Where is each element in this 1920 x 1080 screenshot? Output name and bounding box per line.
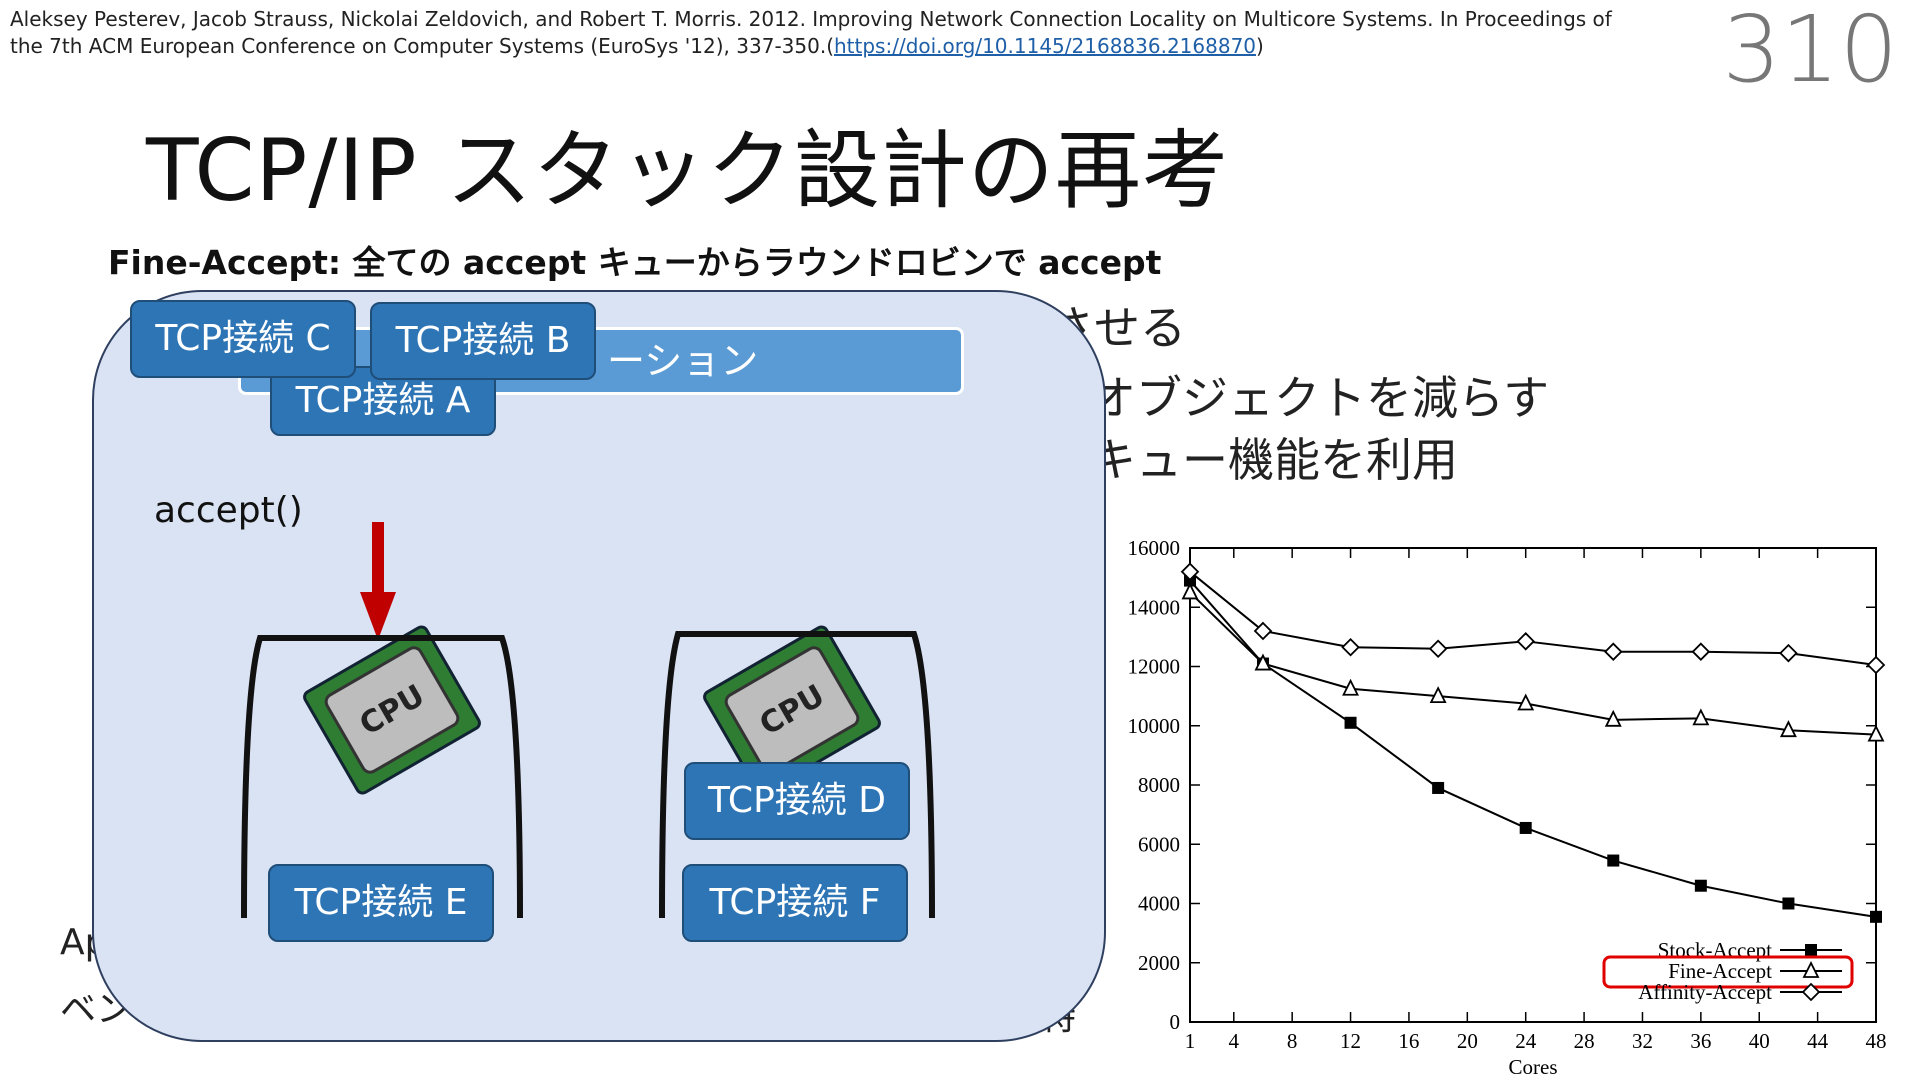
y-tick-label: 10000 [1128,714,1181,738]
x-tick-label: 8 [1287,1029,1298,1053]
x-tick-label: 44 [1807,1029,1829,1053]
data-point-fine-accept [1254,653,1272,671]
cpu-chip-icon: CPU [703,625,881,795]
data-point-affinity-accept [1428,639,1448,658]
legend-marker [1805,944,1817,956]
legend-highlight-box [1602,955,1854,989]
data-point-stock-accept [1519,821,1532,834]
data-point-affinity-accept [1341,637,1360,657]
x-tick-label: 4 [1229,1029,1240,1053]
accept-call-label: accept() [154,490,303,531]
series-line-stock-accept [1189,579,1877,918]
bullet-partial-2: オブジェクトを減らす [1090,371,1550,425]
series-line-affinity-accept [1189,570,1877,667]
slide-title: TCP/IP スタック設計の再考 [146,121,1229,221]
data-point-fine-accept [1342,678,1360,696]
bullet-partial-3: キュー機能を利用 [1090,433,1458,487]
y-tick-label: 12000 [1128,655,1181,679]
page-number: 310 [1722,0,1898,103]
data-point-fine-accept [1517,693,1535,711]
y-tick-label: 4000 [1138,892,1180,916]
data-point-stock-accept [1432,781,1445,794]
data-point-affinity-accept [1516,632,1535,651]
citation-line-1: Aleksey Pesterev, Jacob Strauss, Nickola… [10,7,1612,31]
data-point-fine-accept [1867,724,1885,742]
data-point-fine-accept [1604,709,1622,727]
data-point-affinity-accept [1691,642,1711,661]
data-point-fine-accept [1692,708,1710,726]
x-tick-label: 24 [1515,1029,1537,1053]
data-point-fine-accept [1779,720,1797,738]
x-tick-label: 28 [1574,1029,1595,1053]
tcp-connection-c: TCP接続 C [130,300,356,378]
data-point-stock-accept [1870,910,1882,923]
y-tick-label: 14000 [1128,595,1181,619]
plot-frame [1189,547,1877,1023]
x-tick-label: 1 [1185,1029,1196,1053]
data-point-stock-accept [1782,897,1795,910]
data-point-stock-accept [1344,716,1357,729]
series-line-fine-accept [1189,591,1877,736]
x-tick-label: 32 [1632,1029,1653,1053]
tcp-connection-f: TCP接続 F [682,864,908,942]
tcp-connection-d: TCP接続 D [684,762,910,840]
data-point-fine-accept [1429,686,1447,704]
accept-queue-2 [659,631,935,919]
data-point-stock-accept [1607,854,1620,867]
y-tick-label: 2000 [1138,951,1180,975]
x-tick-label: 12 [1340,1029,1361,1053]
application-bar: ーション [238,327,964,395]
y-tick-label: 8000 [1138,773,1180,797]
diagram-graphics: CPU CPU [241,522,935,919]
x-tick-label: 36 [1690,1029,1711,1053]
tcp-connection-e: TCP接続 E [268,864,494,942]
legend-marker [1802,960,1820,978]
slide-subtitle: Fine-Accept: 全ての accept キューからラウンドロビンで ac… [108,243,1162,282]
accept-queue-1 [241,635,523,919]
x-tick-label: 40 [1749,1029,1770,1053]
data-point-fine-accept [1181,582,1199,600]
y-tick-label: 6000 [1138,832,1180,856]
data-point-affinity-accept [1253,621,1273,641]
legend-marker [1801,982,1821,1002]
legend-label: Fine-Accept [1668,959,1772,983]
accept-arrow-icon [360,522,396,640]
data-point-affinity-accept [1604,642,1623,661]
x-axis-label: Cores [1509,1055,1558,1079]
citation-line-2: the 7th ACM European Conference on Compu… [10,33,1670,60]
x-tick-label: 20 [1457,1029,1478,1053]
doi-link[interactable]: https://doi.org/10.1145/2168836.2168870 [834,34,1257,58]
diagram-panel [92,290,1106,1042]
y-tick-label: 0 [1170,1010,1181,1034]
x-tick-label: 48 [1866,1029,1887,1053]
legend-label: Affinity-Accept [1638,980,1772,1004]
cpu-chip-icon: CPU [303,625,481,795]
tcp-connection-b: TCP接続 B [370,302,596,380]
data-point-affinity-accept [1180,562,1200,581]
y-tick-label: 16000 [1128,536,1181,560]
data-point-affinity-accept [1866,655,1886,675]
x-tick-label: 16 [1398,1029,1419,1053]
data-point-affinity-accept [1779,643,1798,663]
data-point-stock-accept [1694,879,1707,892]
citation-close: ) [1256,34,1264,58]
citation: Aleksey Pesterev, Jacob Strauss, Nickola… [10,6,1670,60]
citation-text: the 7th ACM European Conference on Compu… [10,34,834,58]
